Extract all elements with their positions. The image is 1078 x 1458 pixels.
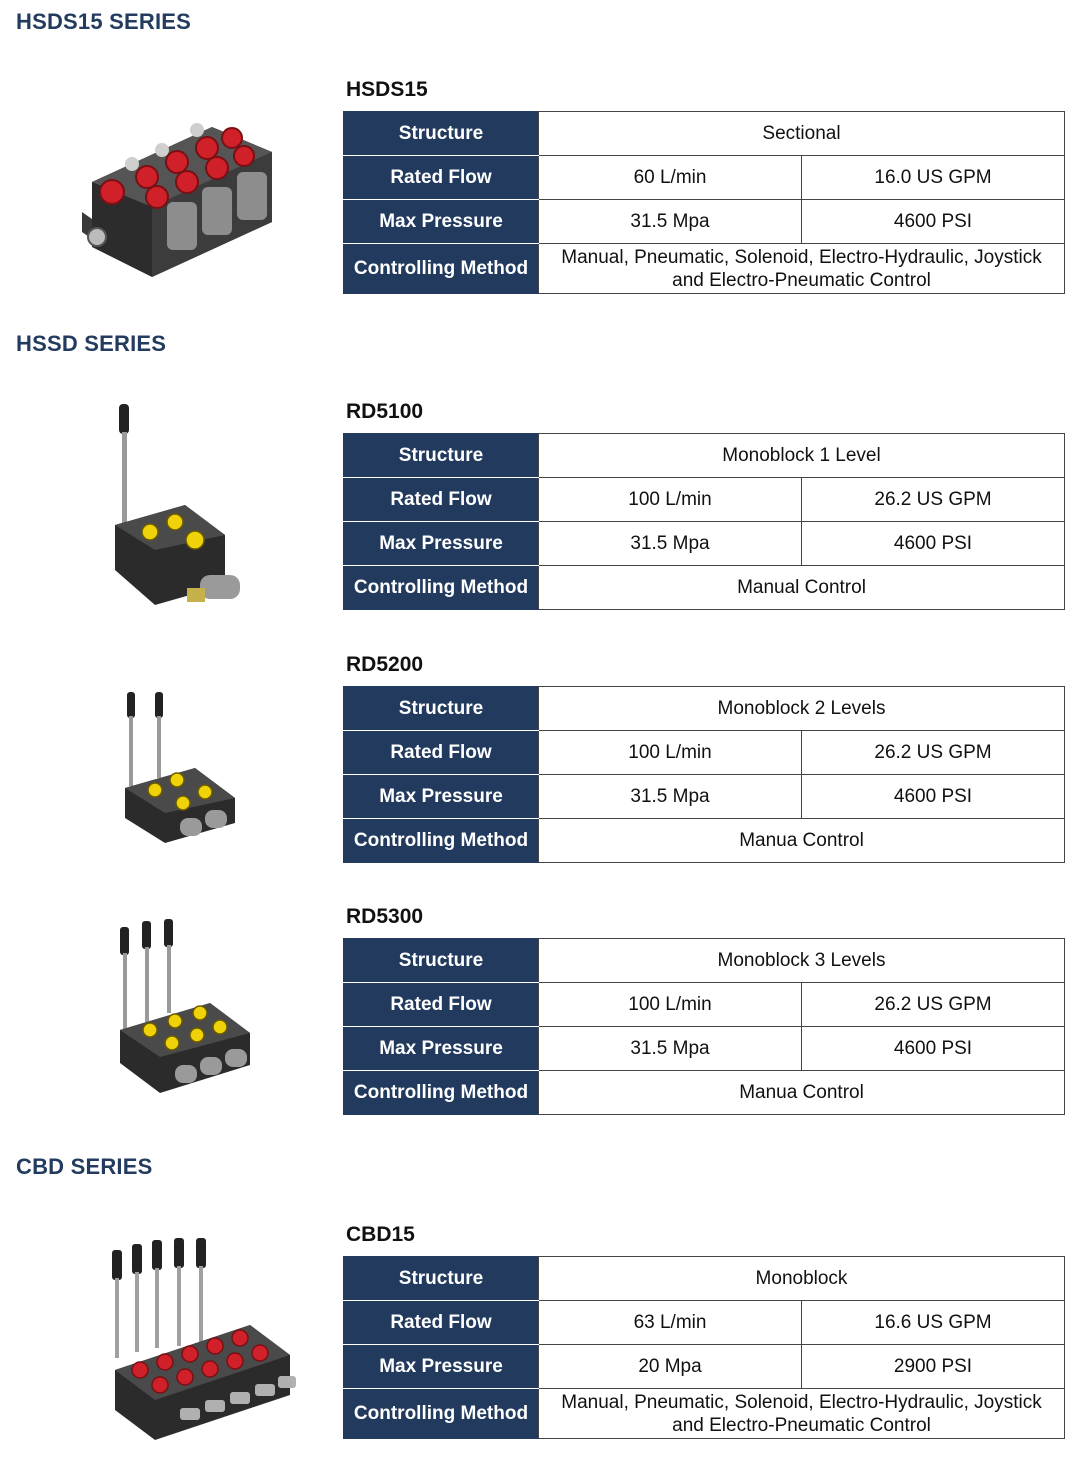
max-pressure-label: Max Pressure [343,1026,539,1071]
model-title-rd5100: RD5100 [346,400,424,423]
spec-table-rd5200: Structure Monoblock 2 Levels Rated Flow … [343,686,1065,863]
controlling-method-value: Manual, Pneumatic, Solenoid, Electro-Hyd… [538,1388,1065,1439]
pressure-metric-value: 31.5 Mpa [538,1026,802,1071]
model-title-rd5200: RD5200 [346,653,424,676]
table-row: Rated Flow 100 L/min 26.2 US GPM [343,730,1065,775]
controlling-method-label: Controlling Method [343,1388,539,1439]
rated-flow-label: Rated Flow [343,1300,539,1345]
max-pressure-label: Max Pressure [343,521,539,566]
table-row: Controlling Method Manua Control [343,1070,1065,1115]
structure-value: Monoblock 1 Level [538,433,1065,478]
flow-us-value: 16.0 US GPM [801,155,1065,200]
table-row: Max Pressure 31.5 Mpa 4600 PSI [343,199,1065,244]
structure-value: Monoblock 2 Levels [538,686,1065,731]
controlling-method-label: Controlling Method [343,1070,539,1115]
pressure-us-value: 2900 PSI [801,1344,1065,1389]
cbd15-valve-image [100,1230,300,1445]
controlling-method-value: Manual Control [538,565,1065,610]
table-row: Controlling Method Manual Control [343,565,1065,610]
spec-table-rd5100: Structure Monoblock 1 Level Rated Flow 1… [343,433,1065,610]
pressure-us-value: 4600 PSI [801,199,1065,244]
table-row: Controlling Method Manual, Pneumatic, So… [343,1388,1065,1439]
pressure-metric-value: 31.5 Mpa [538,199,802,244]
flow-us-value: 26.2 US GPM [801,982,1065,1027]
table-row: Structure Monoblock [343,1256,1065,1301]
pressure-metric-value: 31.5 Mpa [538,774,802,819]
controlling-method-label: Controlling Method [343,243,539,294]
table-row: Rated Flow 60 L/min 16.0 US GPM [343,155,1065,200]
max-pressure-label: Max Pressure [343,1344,539,1389]
pressure-us-value: 4600 PSI [801,521,1065,566]
structure-value: Monoblock 3 Levels [538,938,1065,983]
model-title-cbd15: CBD15 [346,1223,415,1246]
max-pressure-label: Max Pressure [343,774,539,819]
spec-table-cbd15: Structure Monoblock Rated Flow 63 L/min … [343,1256,1065,1439]
table-row: Max Pressure 31.5 Mpa 4600 PSI [343,1026,1065,1071]
flow-us-value: 16.6 US GPM [801,1300,1065,1345]
table-row: Controlling Method Manua Control [343,818,1065,863]
spec-table-hsds15: Structure Sectional Rated Flow 60 L/min … [343,111,1065,294]
controlling-method-value: Manual, Pneumatic, Solenoid, Electro-Hyd… [538,243,1065,294]
spec-table-rd5300: Structure Monoblock 3 Levels Rated Flow … [343,938,1065,1115]
pressure-us-value: 4600 PSI [801,774,1065,819]
table-row: Rated Flow 100 L/min 26.2 US GPM [343,477,1065,522]
structure-label: Structure [343,433,539,478]
table-row: Structure Monoblock 1 Level [343,433,1065,478]
flow-metric-value: 100 L/min [538,477,802,522]
rated-flow-label: Rated Flow [343,155,539,200]
model-title-hsds15: HSDS15 [346,78,428,101]
rated-flow-label: Rated Flow [343,477,539,522]
controlling-method-label: Controlling Method [343,565,539,610]
hsds15-valve-image [72,82,287,292]
controlling-method-value: Manua Control [538,1070,1065,1115]
structure-label: Structure [343,111,539,156]
pressure-metric-value: 20 Mpa [538,1344,802,1389]
rd5300-valve-image [100,915,270,1110]
flow-us-value: 26.2 US GPM [801,730,1065,775]
table-row: Rated Flow 100 L/min 26.2 US GPM [343,982,1065,1027]
rated-flow-label: Rated Flow [343,982,539,1027]
structure-value: Monoblock [538,1256,1065,1301]
flow-us-value: 26.2 US GPM [801,477,1065,522]
table-row: Structure Sectional [343,111,1065,156]
pressure-metric-value: 31.5 Mpa [538,521,802,566]
structure-value: Sectional [538,111,1065,156]
structure-label: Structure [343,1256,539,1301]
table-row: Structure Monoblock 3 Levels [343,938,1065,983]
controlling-method-label: Controlling Method [343,818,539,863]
table-row: Max Pressure 31.5 Mpa 4600 PSI [343,774,1065,819]
model-title-rd5300: RD5300 [346,905,424,928]
series-title-hsds15: HSDS15 SERIES [16,9,192,34]
flow-metric-value: 100 L/min [538,730,802,775]
structure-label: Structure [343,938,539,983]
table-row: Max Pressure 31.5 Mpa 4600 PSI [343,521,1065,566]
flow-metric-value: 100 L/min [538,982,802,1027]
rd5100-valve-image [95,400,265,620]
controlling-method-value: Manua Control [538,818,1065,863]
rated-flow-label: Rated Flow [343,730,539,775]
table-row: Controlling Method Manual, Pneumatic, So… [343,243,1065,294]
table-row: Max Pressure 20 Mpa 2900 PSI [343,1344,1065,1389]
series-title-hssd: HSSD SERIES [16,331,167,356]
series-title-cbd: CBD SERIES [16,1154,153,1179]
rd5200-valve-image [105,688,255,853]
pressure-us-value: 4600 PSI [801,1026,1065,1071]
max-pressure-label: Max Pressure [343,199,539,244]
table-row: Structure Monoblock 2 Levels [343,686,1065,731]
structure-label: Structure [343,686,539,731]
flow-metric-value: 60 L/min [538,155,802,200]
flow-metric-value: 63 L/min [538,1300,802,1345]
table-row: Rated Flow 63 L/min 16.6 US GPM [343,1300,1065,1345]
